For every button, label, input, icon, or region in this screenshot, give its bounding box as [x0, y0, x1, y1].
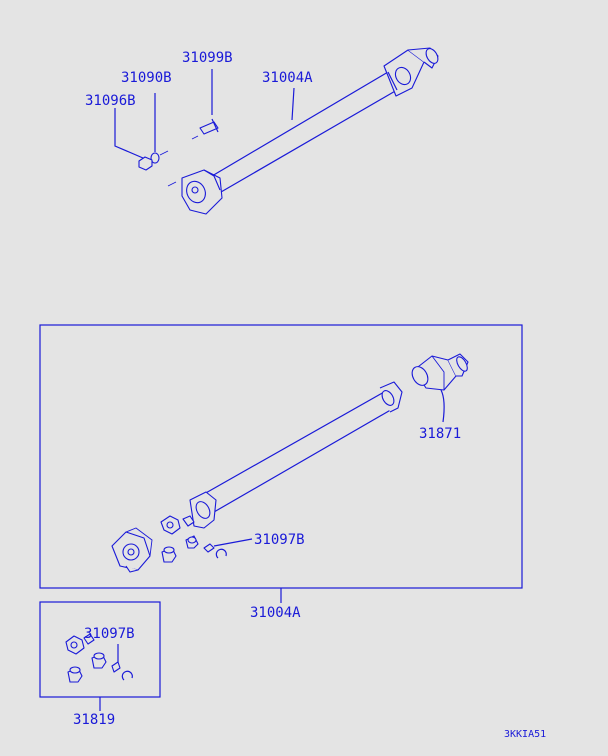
label-shaft-assembly: 31004A	[250, 605, 301, 621]
top-nut	[114, 108, 177, 187]
bearing-caps	[161, 535, 199, 563]
flange-yoke	[111, 527, 153, 573]
sleeve-yoke	[411, 353, 469, 391]
repair-kit-fitting	[111, 644, 133, 681]
spider-bearing	[160, 515, 195, 535]
top-bolt	[191, 69, 219, 140]
drawing-code: 3KKIA51	[504, 729, 546, 740]
assembly-tube	[189, 381, 403, 529]
label-repair-kit-spider: 31097B	[84, 626, 135, 642]
top-washer	[150, 93, 160, 164]
label-repair-kit: 31819	[73, 712, 115, 728]
snap-ring-and-fitting	[203, 538, 253, 559]
repair-kit-spider	[65, 633, 95, 655]
sleeve-yoke-leader	[440, 389, 445, 423]
top-propeller-shaft	[181, 47, 439, 215]
label-yoke: 31871	[419, 426, 461, 442]
label-top-bolt: 31099B	[182, 50, 233, 66]
label-spider-kit: 31097B	[254, 532, 305, 548]
repair-kit-caps	[67, 652, 107, 683]
label-top-nut: 31096B	[85, 93, 136, 109]
label-top-washer: 31090B	[121, 70, 172, 86]
label-top-shaft: 31004A	[262, 70, 313, 86]
top-shaft-leader	[291, 87, 295, 121]
repair-kit-frame	[39, 601, 161, 698]
